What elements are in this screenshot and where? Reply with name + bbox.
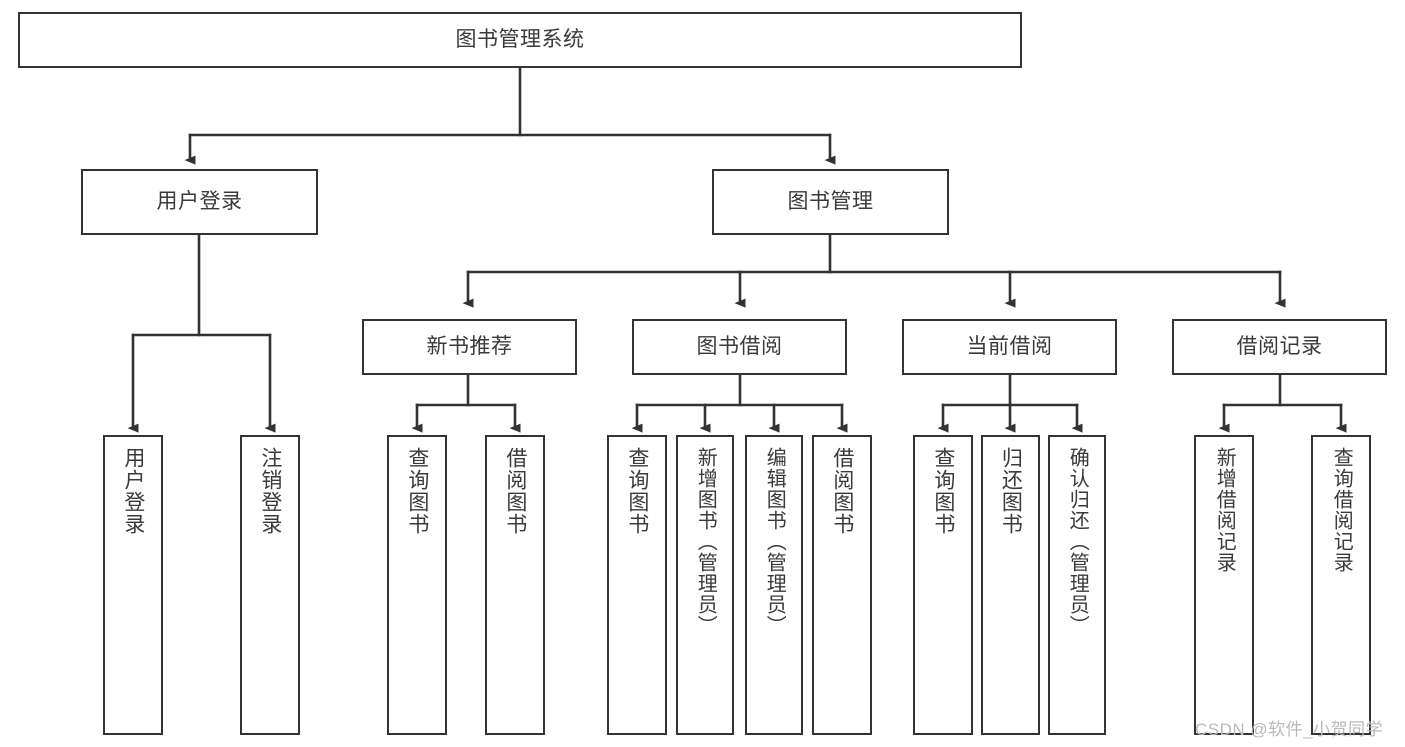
node-borrow-records-label: 借阅记录 bbox=[1236, 335, 1323, 359]
leaf-borrow-add-book-admin-label: 新增图书（管理员） bbox=[694, 447, 717, 636]
leaf-newbook-query-book-label: 查询图书 bbox=[405, 447, 429, 535]
node-user-login[interactable]: 用户登录 bbox=[81, 169, 318, 235]
leaf-records-query-record[interactable]: 查询借阅记录 bbox=[1311, 435, 1371, 735]
leaf-current-confirm-return-admin[interactable]: 确认归还（管理员） bbox=[1048, 435, 1106, 735]
leaf-borrow-query-book[interactable]: 查询图书 bbox=[607, 435, 667, 735]
leaf-newbook-borrow-book[interactable]: 借阅图书 bbox=[485, 435, 545, 735]
leaf-borrow-borrow-book-label: 借阅图书 bbox=[830, 447, 854, 535]
leaf-borrow-query-book-label: 查询图书 bbox=[625, 447, 649, 535]
csdn-watermark: CSDN @软件_小贺同学 bbox=[1195, 720, 1384, 739]
node-book-management-label: 图书管理 bbox=[787, 190, 874, 214]
node-book-borrow[interactable]: 图书借阅 bbox=[632, 319, 847, 375]
leaf-current-return-book-label: 归还图书 bbox=[999, 447, 1023, 535]
node-new-book-recommend[interactable]: 新书推荐 bbox=[362, 319, 577, 375]
node-root-label: 图书管理系统 bbox=[455, 28, 585, 52]
node-current-borrow-label: 当前借阅 bbox=[966, 335, 1053, 359]
leaf-current-query-book-label: 查询图书 bbox=[931, 447, 955, 535]
leaf-current-query-book[interactable]: 查询图书 bbox=[913, 435, 973, 735]
leaf-logout-label: 注销登录 bbox=[258, 447, 282, 535]
node-borrow-records[interactable]: 借阅记录 bbox=[1172, 319, 1387, 375]
leaf-borrow-borrow-book[interactable]: 借阅图书 bbox=[812, 435, 872, 735]
node-book-management[interactable]: 图书管理 bbox=[712, 169, 949, 235]
node-book-borrow-label: 图书借阅 bbox=[696, 335, 783, 359]
leaf-current-return-book[interactable]: 归还图书 bbox=[981, 435, 1040, 735]
node-new-book-recommend-label: 新书推荐 bbox=[426, 335, 513, 359]
leaf-logout[interactable]: 注销登录 bbox=[240, 435, 300, 735]
leaf-borrow-edit-book-admin[interactable]: 编辑图书（管理员） bbox=[745, 435, 803, 735]
leaf-newbook-borrow-book-label: 借阅图书 bbox=[503, 447, 527, 535]
leaf-records-add-record-label: 新增借阅记录 bbox=[1213, 447, 1236, 573]
node-current-borrow[interactable]: 当前借阅 bbox=[902, 319, 1117, 375]
leaf-borrow-add-book-admin[interactable]: 新增图书（管理员） bbox=[676, 435, 734, 735]
leaf-newbook-query-book[interactable]: 查询图书 bbox=[387, 435, 447, 735]
leaf-borrow-edit-book-admin-label: 编辑图书（管理员） bbox=[763, 447, 786, 636]
leaf-current-confirm-return-admin-label: 确认归还（管理员） bbox=[1066, 447, 1089, 636]
leaf-records-query-record-label: 查询借阅记录 bbox=[1330, 447, 1353, 573]
node-root[interactable]: 图书管理系统 bbox=[18, 12, 1022, 68]
leaf-records-add-record[interactable]: 新增借阅记录 bbox=[1194, 435, 1254, 735]
node-user-login-label: 用户登录 bbox=[156, 190, 243, 214]
leaf-user-login-label: 用户登录 bbox=[121, 447, 145, 535]
leaf-user-login[interactable]: 用户登录 bbox=[103, 435, 163, 735]
